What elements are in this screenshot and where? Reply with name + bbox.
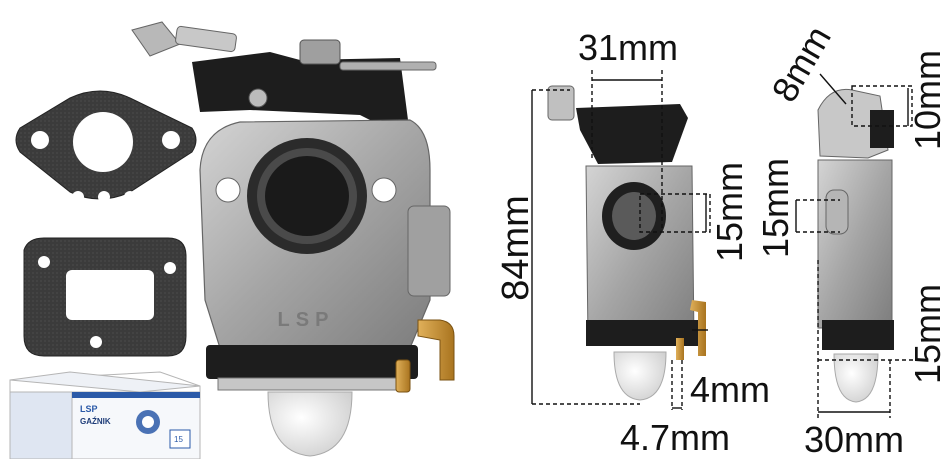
- gasket-bottom: [23, 237, 187, 357]
- carburetor-main: [131, 21, 455, 457]
- carburetor-body-marking: LSP: [278, 309, 335, 331]
- dim-fuel-nipple-length: 4.7mm: [620, 417, 730, 458]
- box-count: 15: [174, 435, 183, 444]
- dim-side-bore: 15mm: [755, 158, 796, 258]
- dim-side-bottom: 15mm: [907, 284, 943, 384]
- dim-side-top: 10mm: [907, 50, 943, 150]
- dim-side-width: 30mm: [804, 419, 904, 459]
- dim-height-total: 84mm: [495, 195, 537, 301]
- dimension-lines: [531, 70, 918, 418]
- dim-width-top: 31mm: [578, 27, 678, 68]
- carburetor-front-view: [547, 85, 706, 401]
- carburetor-side-view: [817, 88, 894, 403]
- box-title: GAŹNIK: [80, 417, 111, 426]
- dim-bore: 15mm: [709, 162, 750, 262]
- gasket-top: [15, 90, 197, 203]
- box-brand: LSP: [80, 404, 98, 414]
- product-box: [9, 371, 201, 460]
- dim-fuel-nipple-diameter: 4mm: [690, 369, 770, 410]
- dim-side-bolt: 8mm: [763, 19, 839, 109]
